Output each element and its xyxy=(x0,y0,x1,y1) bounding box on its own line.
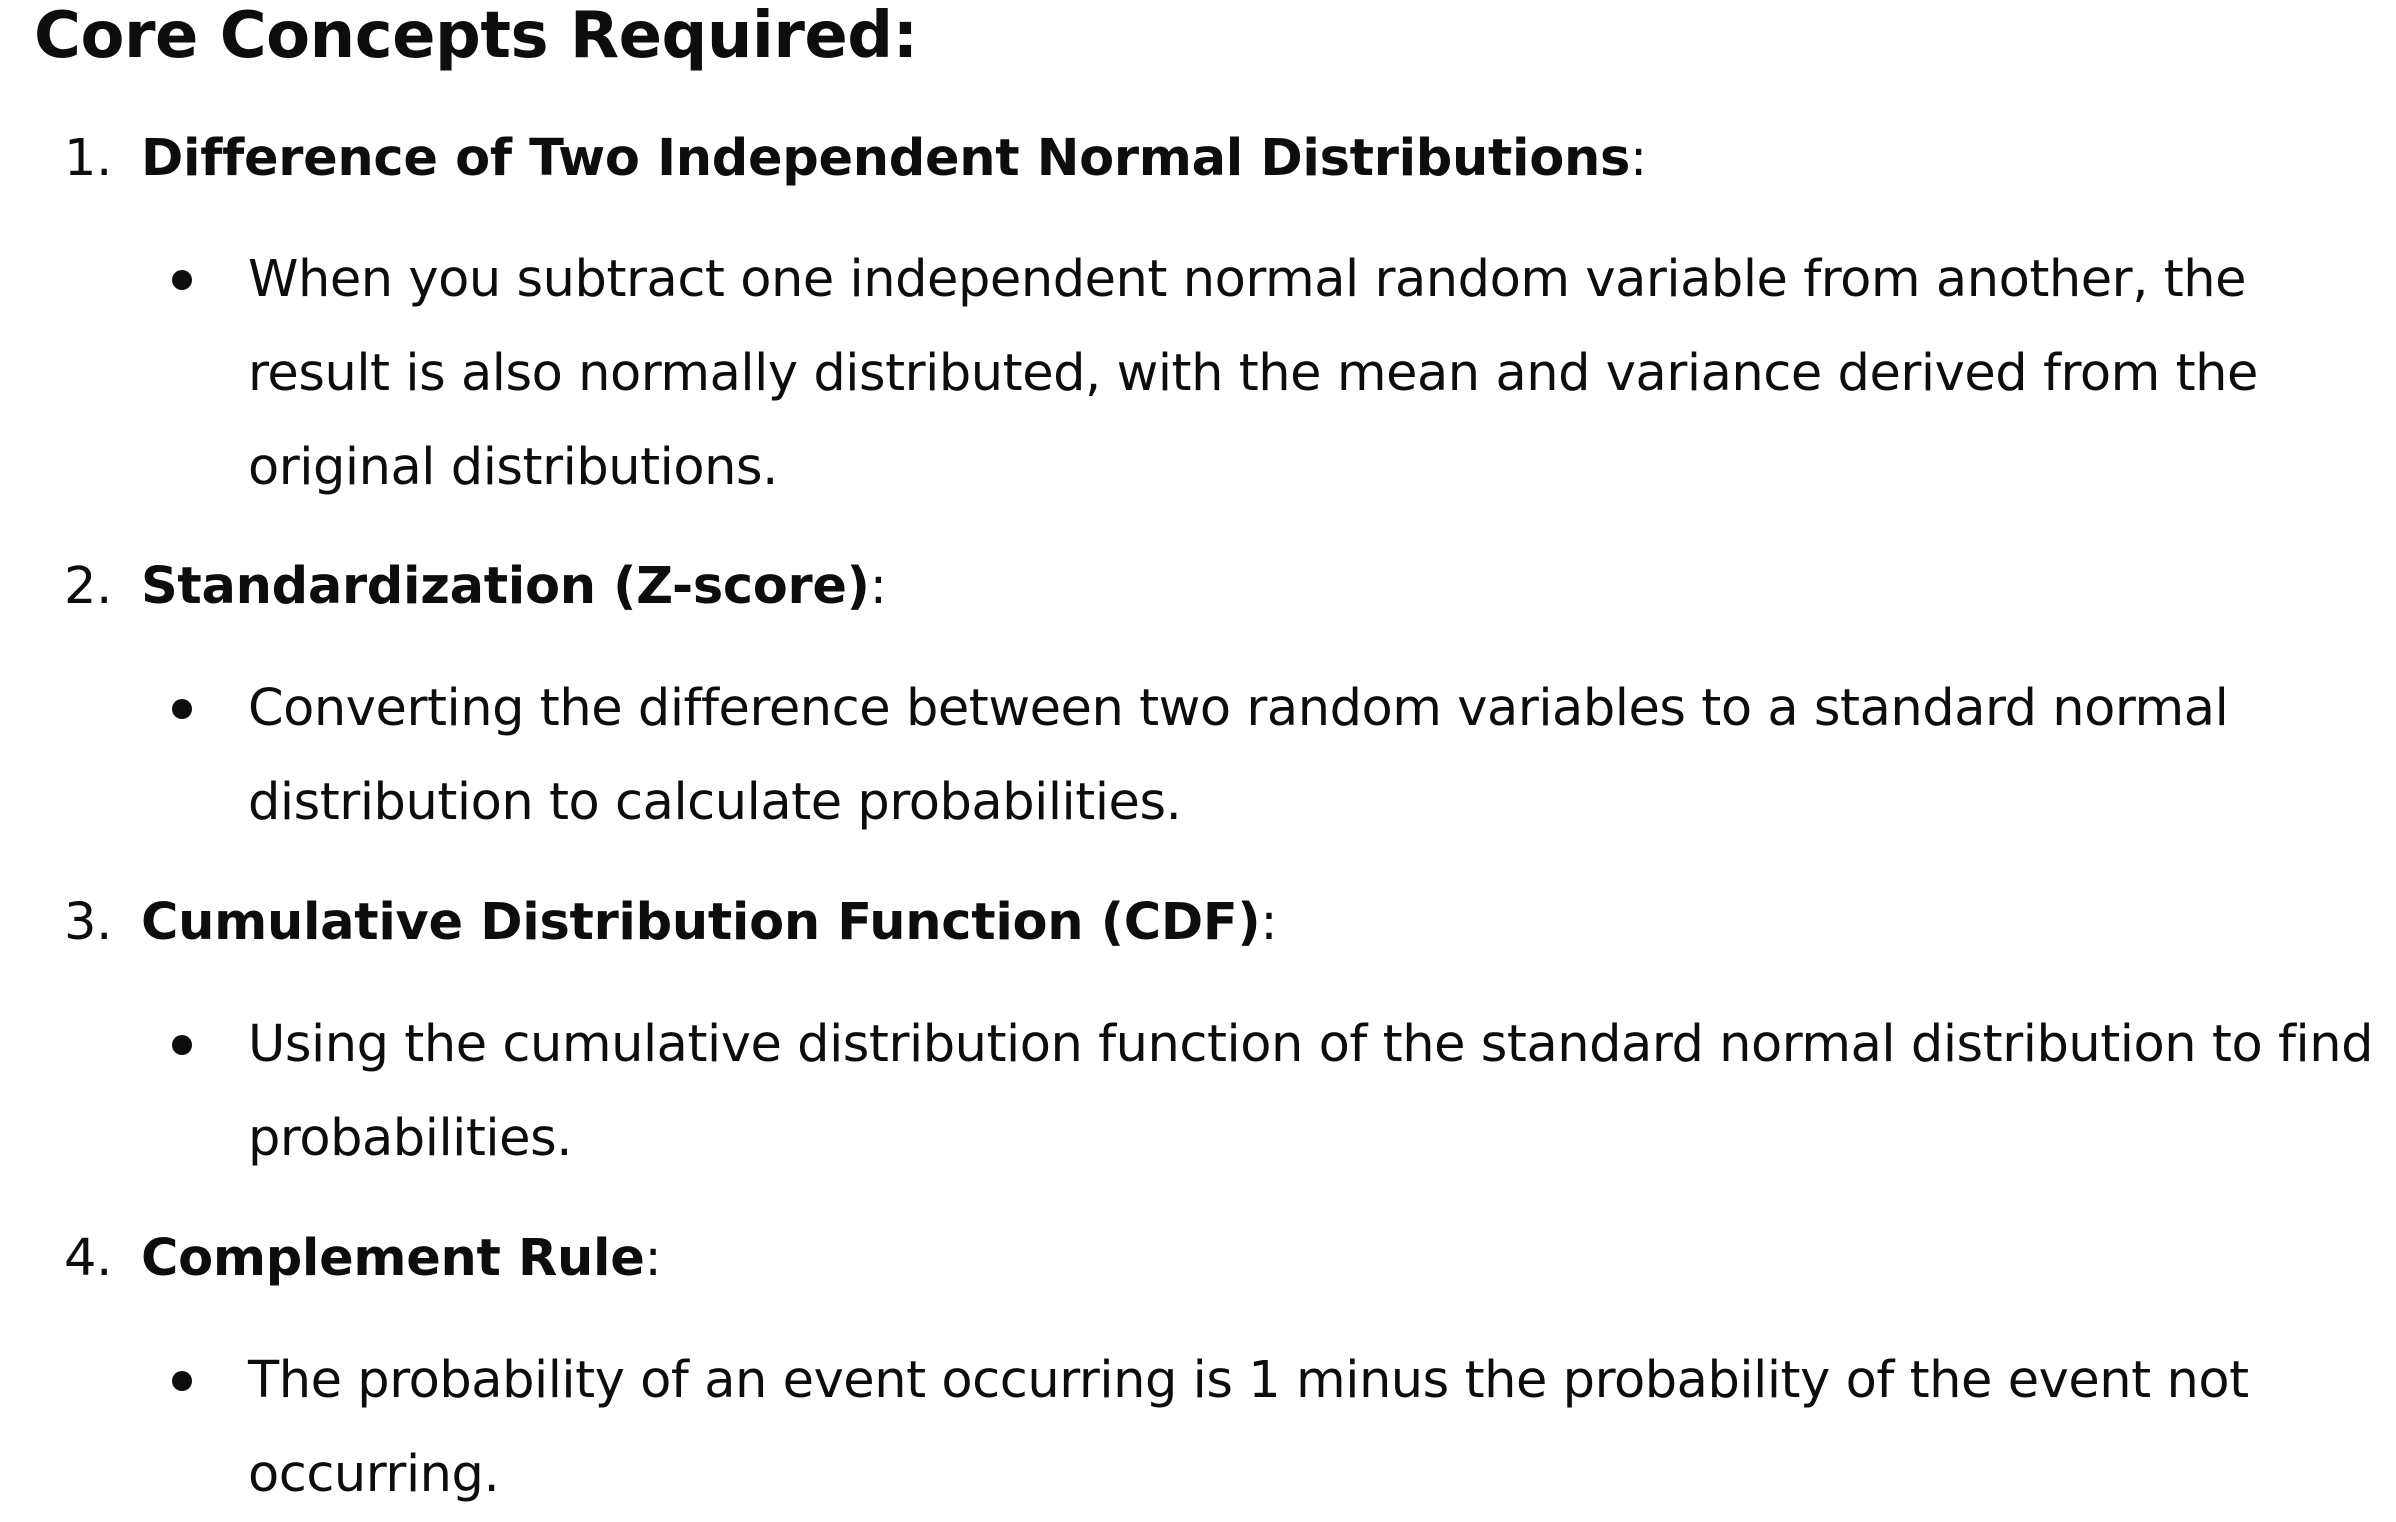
concept-detail-1: When you subtract one independent normal… xyxy=(248,250,2258,497)
concept-detail-3: Using the cumulative distribution functi… xyxy=(248,1015,2373,1168)
concept-title-4: 4. Complement Rule: xyxy=(64,1229,662,1289)
concept-title-2: 2. Standardization (Z-score): xyxy=(64,557,887,617)
concept-name: Cumulative Distribution Function (CDF) xyxy=(141,893,1261,952)
concept-colon: : xyxy=(644,1229,662,1288)
concept-colon: : xyxy=(1630,129,1647,188)
bullet-icon xyxy=(172,699,192,719)
concept-detail-4: The probability of an event occurring is… xyxy=(248,1351,2249,1504)
concept-title-3: 3. Cumulative Distribution Function (CDF)… xyxy=(64,893,1278,953)
concept-title-1: 1. Difference of Two Independent Normal D… xyxy=(64,129,1647,189)
concept-detail-2: Converting the difference between two ra… xyxy=(248,679,2229,832)
concept-colon: : xyxy=(1260,893,1278,952)
concept-number: 2. xyxy=(64,557,113,616)
concept-number: 4. xyxy=(64,1229,113,1288)
concept-list: 1. Difference of Two Independent Normal D… xyxy=(64,129,2373,1504)
concept-name: Complement Rule xyxy=(141,1229,645,1288)
bullet-icon xyxy=(172,270,192,290)
concept-name: Difference of Two Independent Normal Dis… xyxy=(141,129,1631,188)
concept-number: 1. xyxy=(64,129,113,188)
concept-name: Standardization (Z-score) xyxy=(141,557,870,616)
concept-number: 3. xyxy=(64,893,113,952)
section-heading: Core Concepts Required: xyxy=(34,0,918,73)
bullet-icon xyxy=(172,1035,192,1055)
document: Core Concepts Required: 1. Difference of … xyxy=(34,0,2373,1504)
bullet-icon xyxy=(172,1371,192,1391)
concept-colon: : xyxy=(869,557,887,616)
